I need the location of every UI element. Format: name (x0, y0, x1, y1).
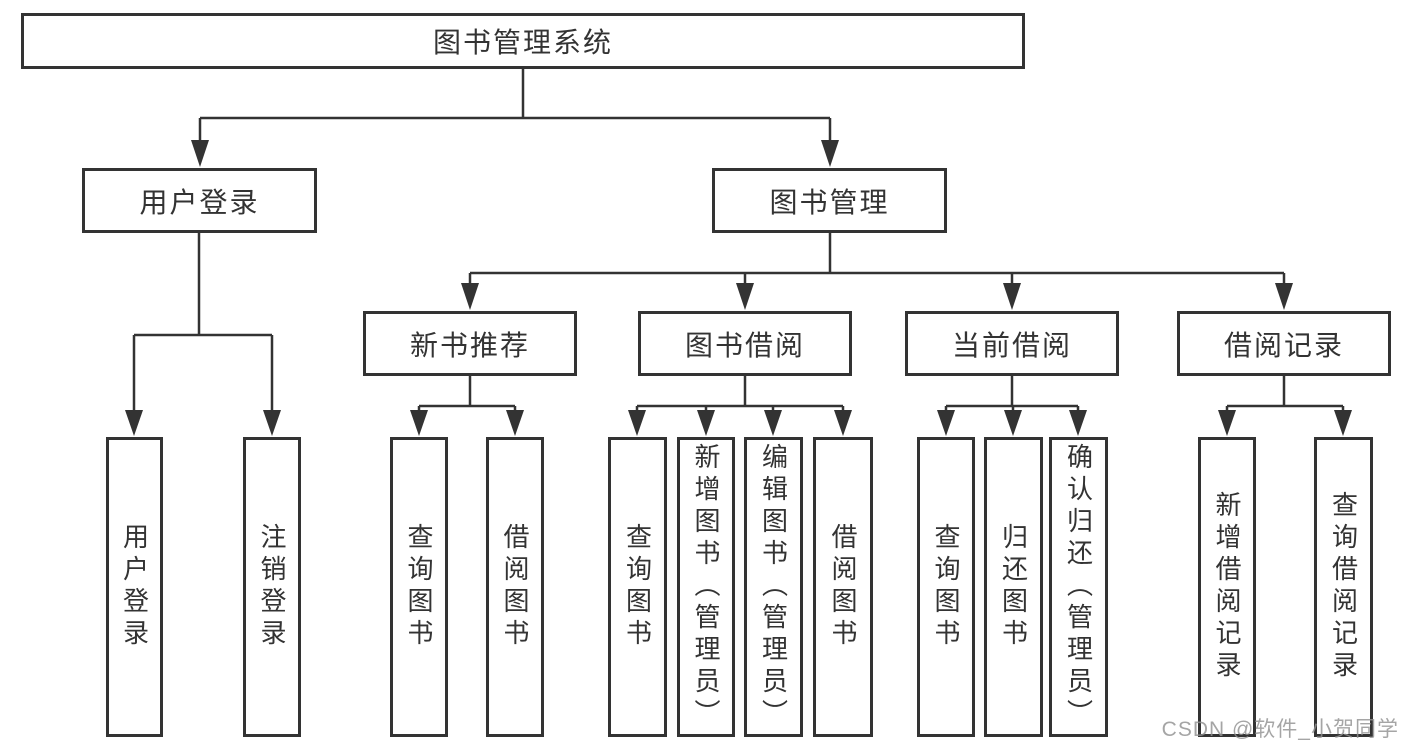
leaf-nr-query-books: 查询图书 (390, 437, 448, 737)
leaf-bb-query-books: 查询图书 (608, 437, 667, 737)
node-label: 图书管理系统 (432, 27, 613, 58)
node-label: 借阅图书 (828, 523, 858, 651)
watermark: CSDN @软件_小贺同学 (1161, 718, 1399, 741)
node-label: 查询图书 (931, 523, 961, 651)
leaf-user-login: 用户登录 (106, 437, 163, 737)
arrowhead-icons (125, 140, 1352, 436)
node-label: 编辑图书（管理员） (758, 443, 789, 731)
node-label: 用户登录 (119, 523, 150, 651)
node-label: 新增图书（管理员） (691, 443, 721, 731)
node-label: 确认归还（管理员） (1063, 443, 1094, 731)
node-borrowing-records: 借阅记录 (1177, 311, 1391, 376)
node-user-login: 用户登录 (82, 168, 317, 233)
leaf-cb-confirm-return-admin: 确认归还（管理员） (1049, 437, 1108, 737)
node-label: 注销登录 (257, 523, 287, 651)
node-label: 借阅记录 (1223, 329, 1344, 361)
leaf-logout: 注销登录 (243, 437, 301, 737)
leaf-cb-query-books: 查询图书 (917, 437, 975, 737)
leaf-bb-add-books-admin: 新增图书（管理员） (677, 437, 735, 737)
leaf-bb-edit-books-admin: 编辑图书（管理员） (744, 437, 803, 737)
leaf-br-add-record: 新增借阅记录 (1198, 437, 1256, 737)
node-label: 当前借阅 (951, 329, 1072, 361)
leaf-nr-borrow-books: 借阅图书 (486, 437, 544, 737)
node-label: 新增借阅记录 (1212, 491, 1242, 683)
node-label: 图书借阅 (684, 329, 805, 361)
leaf-bb-borrow-books: 借阅图书 (813, 437, 873, 737)
node-label: 查询借阅记录 (1328, 491, 1359, 683)
node-label: 查询图书 (404, 523, 434, 651)
node-new-book-recommend: 新书推荐 (363, 311, 577, 376)
node-label: 借阅图书 (500, 523, 530, 651)
leaf-cb-return-books: 归还图书 (984, 437, 1043, 737)
node-label: 新书推荐 (409, 329, 530, 361)
node-label: 查询图书 (622, 523, 653, 651)
node-current-borrowing: 当前借阅 (905, 311, 1119, 376)
leaf-br-query-record: 查询借阅记录 (1314, 437, 1373, 737)
node-book-management: 图书管理 (712, 168, 947, 233)
node-label: 归还图书 (998, 523, 1029, 651)
node-library-management-system: 图书管理系统 (21, 13, 1025, 69)
node-label: 用户登录 (139, 186, 260, 218)
node-label: 图书管理 (769, 186, 890, 218)
node-book-borrowing: 图书借阅 (638, 311, 852, 376)
